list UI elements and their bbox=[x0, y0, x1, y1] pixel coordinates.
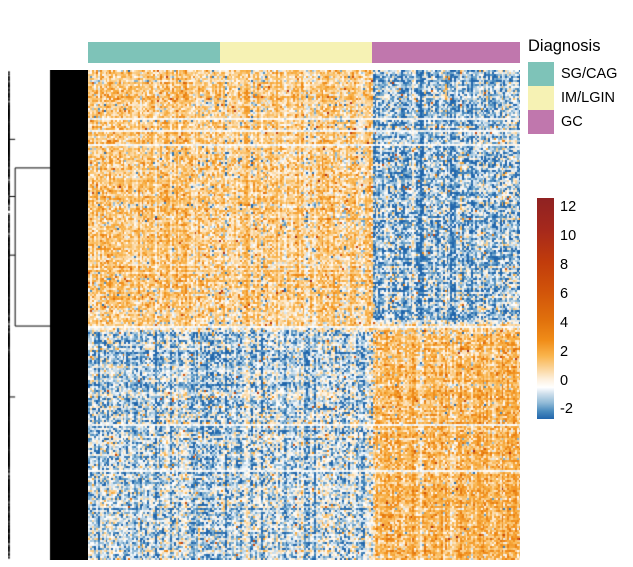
color-scale-tick-label: 4 bbox=[560, 314, 569, 331]
legend-swatch-icon bbox=[528, 110, 554, 134]
legend-item-label: SG/CAG bbox=[561, 66, 618, 82]
diagnosis-legend: Diagnosis SG/CAG IM/LGIN GC bbox=[528, 36, 633, 134]
color-scale-tick-label: 2 bbox=[560, 343, 569, 360]
diagnosis-legend-item: IM/LGIN bbox=[528, 86, 633, 110]
legend-swatch-icon bbox=[528, 86, 554, 110]
row-dendrogram bbox=[8, 70, 88, 560]
color-scale-tick-label: 6 bbox=[560, 285, 569, 302]
diagnosis-legend-item: GC bbox=[528, 110, 633, 134]
legend-item-label: GC bbox=[561, 114, 583, 130]
diagnosis-legend-rows: SG/CAG IM/LGIN GC bbox=[528, 62, 633, 134]
annotation-segment-gc bbox=[372, 42, 520, 63]
color-scale-tick-label: 12 bbox=[560, 199, 577, 216]
color-scale-tick-label: 8 bbox=[560, 257, 569, 274]
color-scale-gradient bbox=[537, 198, 554, 419]
color-scale-tick-label: 0 bbox=[560, 372, 569, 389]
annotation-segment-sg-cag bbox=[88, 42, 220, 63]
diagnosis-legend-title: Diagnosis bbox=[528, 37, 601, 55]
annotation-segment-im-lgin bbox=[220, 42, 372, 63]
color-scale-tick-label: 10 bbox=[560, 228, 577, 245]
legend-swatch-icon bbox=[528, 62, 554, 86]
heatmap-canvas bbox=[88, 70, 520, 560]
row-dendrogram-canvas bbox=[8, 70, 88, 560]
color-scale: 12 10 8 6 4 2 0 -2 bbox=[537, 198, 627, 420]
column-annotation-bar bbox=[88, 42, 520, 63]
color-scale-tick-label: -2 bbox=[560, 401, 573, 418]
diagnosis-legend-item: SG/CAG bbox=[528, 62, 633, 86]
heatmap-panel bbox=[88, 70, 520, 560]
legend-item-label: IM/LGIN bbox=[561, 90, 615, 106]
